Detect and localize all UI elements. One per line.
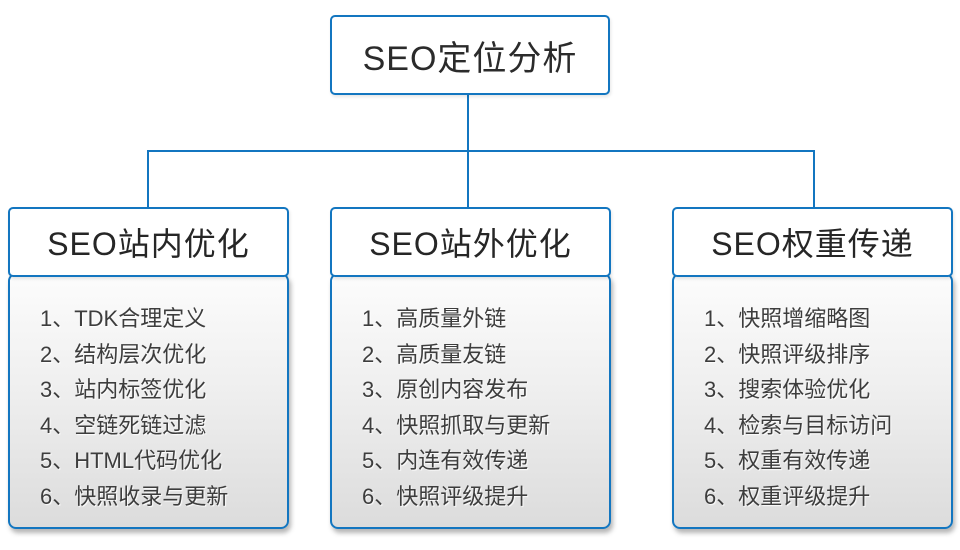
list-item: 2、快照评级排序 xyxy=(704,341,871,367)
list-item: 6、快照收录与更新 xyxy=(40,483,229,509)
connector-horizontal xyxy=(147,150,815,152)
branch-onsite-title: SEO站内优化 xyxy=(47,226,250,262)
connector-right-vertical xyxy=(813,150,815,208)
branch-weight-list: 1、快照增缩略图 2、快照评级排序 3、搜索体验优化 4、检索与目标访问 5、权… xyxy=(672,273,953,529)
list-item: 1、高质量外链 xyxy=(362,306,507,331)
list-item: 4、检索与目标访问 xyxy=(704,412,893,438)
branch-offsite-list: 1、高质量外链 2、高质量友链 3、原创内容发布 4、快照抓取与更新 5、内连有… xyxy=(330,273,611,529)
root-node: SEO定位分析 xyxy=(330,15,610,95)
list-item: 4、快照抓取与更新 xyxy=(362,412,551,438)
item-list: 1、高质量外链 2、高质量友链 3、原创内容发布 4、快照抓取与更新 5、内连有… xyxy=(332,275,609,514)
branch-weight-header: SEO权重传递 xyxy=(672,207,953,277)
list-item: 1、快照增缩略图 xyxy=(704,306,871,331)
connector-middle-vertical xyxy=(467,150,469,208)
branch-weight-title: SEO权重传递 xyxy=(711,226,914,262)
list-item: 6、权重评级提升 xyxy=(704,483,871,509)
root-node-title: SEO定位分析 xyxy=(362,39,578,78)
connector-root-vertical xyxy=(467,95,469,151)
branch-onsite-header: SEO站内优化 xyxy=(8,207,289,277)
list-item: 4、空链死链过滤 xyxy=(40,412,207,438)
list-item: 5、权重有效传递 xyxy=(704,448,871,473)
item-list: 1、TDK合理定义 2、结构层次优化 3、站内标签优化 4、空链死链过滤 5、H… xyxy=(10,275,287,514)
branch-offsite-title: SEO站外优化 xyxy=(369,226,572,262)
connector-left-vertical xyxy=(147,150,149,208)
list-item: 2、高质量友链 xyxy=(362,341,507,367)
list-item: 6、快照评级提升 xyxy=(362,483,529,509)
list-item: 2、结构层次优化 xyxy=(40,341,207,367)
list-item: 5、内连有效传递 xyxy=(362,448,529,473)
list-item: 3、站内标签优化 xyxy=(40,377,207,402)
branch-onsite-list: 1、TDK合理定义 2、结构层次优化 3、站内标签优化 4、空链死链过滤 5、H… xyxy=(8,273,289,529)
list-item: 1、TDK合理定义 xyxy=(40,306,207,331)
list-item: 3、原创内容发布 xyxy=(362,377,529,402)
list-item: 3、搜索体验优化 xyxy=(704,377,871,402)
list-item: 5、HTML代码优化 xyxy=(40,448,223,473)
branch-offsite-header: SEO站外优化 xyxy=(330,207,611,277)
item-list: 1、快照增缩略图 2、快照评级排序 3、搜索体验优化 4、检索与目标访问 5、权… xyxy=(674,275,951,514)
